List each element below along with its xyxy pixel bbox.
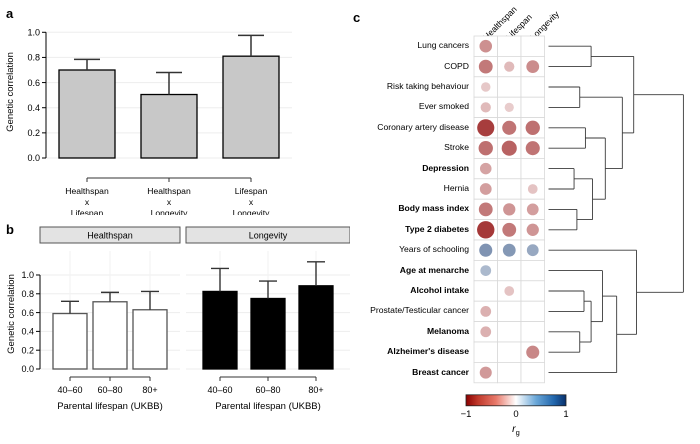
- svg-text:Healthspan: Healthspan: [87, 231, 133, 241]
- svg-text:0.6: 0.6: [21, 308, 34, 318]
- matrix-row-label: Ever smoked: [418, 101, 469, 112]
- panel-b-chart: Healthspan 0.0 0.2 0.4 0.6 0.8 1.0 Genetic corr…: [6, 226, 350, 412]
- svg-text:−1: −1: [461, 409, 472, 420]
- svg-text:x: x: [249, 197, 254, 207]
- svg-text:60–80: 60–80: [255, 385, 280, 395]
- matrix-row-label: Alcohol intake: [410, 285, 469, 295]
- svg-text:0: 0: [513, 409, 518, 420]
- matrix-row-label: Age at menarche: [399, 264, 469, 275]
- svg-text:Longevity: Longevity: [233, 208, 270, 215]
- svg-text:1.0: 1.0: [21, 270, 34, 280]
- matrix-row-label: Years of schooling: [399, 244, 469, 255]
- matrix-row-label: COPD: [444, 60, 469, 71]
- matrix-row-label: Breast cancer: [412, 366, 469, 377]
- matrix-row-label: Prostate/Testicular cancer: [370, 305, 469, 316]
- matrix-row-label: Coronary artery disease: [377, 121, 469, 132]
- matrix-row-label: Melanoma: [426, 325, 469, 336]
- svg-text:0.2: 0.2: [21, 345, 34, 355]
- svg-text:Lifespan: Lifespan: [71, 208, 104, 215]
- svg-text:Longevity: Longevity: [249, 231, 288, 241]
- svg-text:Parental lifespan (UKBB): Parental lifespan (UKBB): [57, 401, 163, 412]
- svg-text:Healthspan: Healthspan: [147, 186, 191, 196]
- svg-text:Genetic correlation: Genetic correlation: [5, 52, 16, 132]
- svg-text:80+: 80+: [308, 385, 323, 395]
- svg-text:0.2: 0.2: [27, 128, 40, 138]
- matrix-row-label: Body mass index: [398, 203, 469, 214]
- svg-text:Lifespan: Lifespan: [235, 186, 268, 196]
- matrix-row-label: Lung cancers: [417, 40, 469, 51]
- svg-text:0.0: 0.0: [21, 364, 34, 374]
- svg-text:1.0: 1.0: [27, 27, 40, 37]
- svg-text:0.0: 0.0: [27, 153, 40, 163]
- svg-text:40–60: 40–60: [57, 385, 82, 395]
- svg-text:Genetic correlation: Genetic correlation: [6, 274, 17, 354]
- svg-text:0.4: 0.4: [21, 327, 34, 337]
- svg-text:Healthspan: Healthspan: [65, 186, 109, 196]
- panel-a-letter: a: [6, 6, 14, 21]
- matrix-row-label: Hernia: [443, 183, 469, 193]
- panel-c-letter: c: [353, 10, 361, 25]
- matrix-row-label: Alzheimer's disease: [387, 346, 469, 357]
- svg-text:60–80: 60–80: [97, 385, 122, 395]
- svg-text:x: x: [85, 197, 90, 207]
- svg-text:0.8: 0.8: [27, 53, 40, 63]
- svg-text:1: 1: [563, 409, 568, 420]
- svg-text:80+: 80+: [142, 385, 157, 395]
- svg-text:0.6: 0.6: [27, 78, 40, 88]
- svg-text:0.8: 0.8: [21, 289, 34, 299]
- panel-c-matrix: −1 0 1 rg: [461, 35, 684, 437]
- svg-text:rg: rg: [512, 423, 520, 437]
- matrix-row-label: Risk taking behaviour: [386, 81, 469, 91]
- svg-text:Parental lifespan (UKBB): Parental lifespan (UKBB): [215, 401, 321, 412]
- matrix-row-label: Type 2 diabetes: [405, 223, 469, 234]
- svg-text:40–60: 40–60: [207, 385, 232, 395]
- panel-b-letter: b: [6, 222, 14, 237]
- matrix-row-label: Depression: [422, 162, 469, 173]
- svg-text:0.4: 0.4: [27, 103, 40, 113]
- matrix-row-label: Stroke: [444, 142, 469, 153]
- svg-text:x: x: [167, 197, 172, 207]
- svg-text:Longevity: Longevity: [151, 208, 188, 215]
